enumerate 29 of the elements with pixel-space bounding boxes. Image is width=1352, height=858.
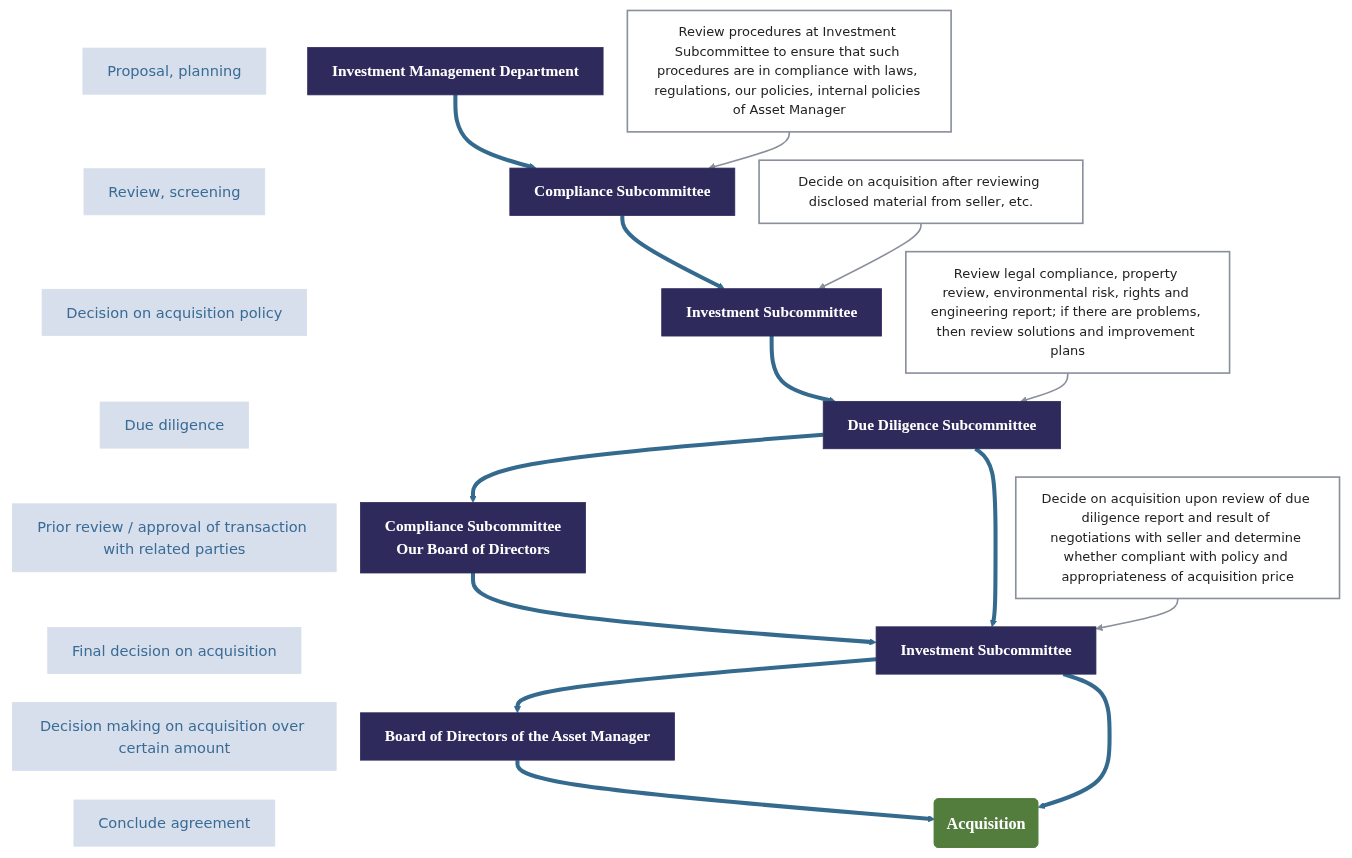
node-box: Board of Directors of the Asset Manager [360, 712, 675, 761]
node-box: Investment Subcommittee [661, 288, 882, 337]
node-box: Proposal, planning [82, 47, 267, 95]
node-box: Compliance Subcommittee Our Board of Directors [360, 502, 586, 574]
arrow [469, 432, 824, 503]
arrow [769, 336, 836, 404]
node-box: Final decision on acquisition [47, 627, 302, 675]
node-box: Investment Subcommittee [875, 626, 1097, 675]
node-box: Compliance Subcommittee [509, 167, 736, 216]
node-box: Review procedures at Investment Subcommittee to ensure that such procedures are in compliance with laws, regulations, our policies, internal policies of Asset Manager [626, 9, 952, 133]
node-box: Review legal compliance, property review, environmental risk, rights and engineering report; if there are problems, then review solutions and improvement plans [905, 250, 1231, 374]
arrow [708, 131, 791, 170]
node-box: Due Diligence Subcommittee [822, 401, 1061, 450]
node-box: Prior review / approval of transaction with related parties [12, 503, 337, 573]
node-box: Review, screening [83, 168, 266, 216]
node-box: Decision on acquisition policy [41, 288, 307, 336]
arrow [513, 657, 877, 714]
arrow [974, 447, 998, 628]
arrow [1095, 597, 1179, 632]
node-box: Conclude agreement [73, 799, 276, 847]
node-box: Decide on acquisition upon review of due diligence report and result of negotiations with seller and determine whether compliant with policy and appropriateness of acquisition price [1014, 476, 1341, 600]
arrow [818, 222, 922, 290]
node-box: Investment Management Department [307, 47, 604, 96]
node-box: Decision making on acquisition over certain amount [12, 702, 337, 771]
arrow [620, 215, 725, 290]
node-box: Due diligence [99, 401, 249, 449]
arrow [453, 94, 537, 170]
node-box: Decide on acquisition after reviewing disclosed material from seller, etc. [758, 159, 1084, 225]
arrow [515, 760, 936, 823]
